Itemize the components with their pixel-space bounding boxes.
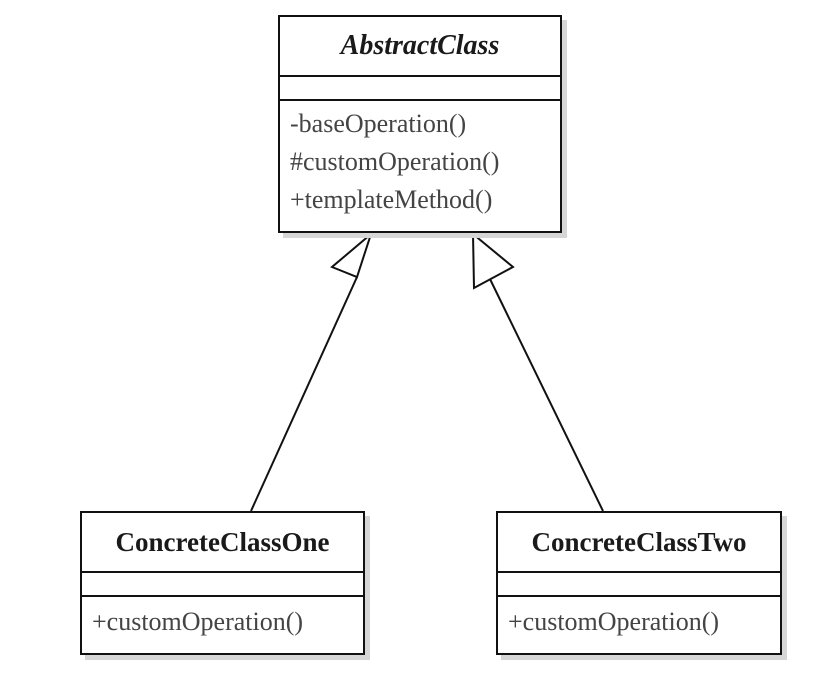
abstract-class-methods: -baseOperation() #customOperation() +tem… bbox=[280, 101, 560, 219]
method-custom-operation: #customOperation() bbox=[290, 147, 500, 176]
concrete-class-two-methods: +customOperation() bbox=[498, 597, 780, 641]
concrete-class-one-attributes bbox=[82, 573, 363, 597]
abstract-class-attributes bbox=[280, 77, 560, 101]
abstract-class-box[interactable]: AbstractClass -baseOperation() #customOp… bbox=[278, 15, 562, 233]
hollow-arrowhead-two bbox=[471, 231, 515, 290]
edge-line-two bbox=[488, 276, 604, 512]
method-base-operation: -baseOperation() bbox=[290, 109, 467, 138]
method-custom-operation: +customOperation() bbox=[508, 607, 720, 636]
concrete-class-one-box[interactable]: ConcreteClassOne +customOperation() bbox=[80, 511, 365, 655]
concrete-class-two-box[interactable]: ConcreteClassTwo +customOperation() bbox=[496, 511, 782, 655]
abstract-class-name: AbstractClass bbox=[280, 17, 560, 77]
edge-line-one bbox=[250, 276, 358, 512]
generalization-edge-two bbox=[471, 231, 604, 512]
hollow-arrowhead-one bbox=[330, 230, 374, 279]
concrete-class-one-methods: +customOperation() bbox=[82, 597, 363, 641]
method-template-method: +templateMethod() bbox=[290, 185, 493, 214]
concrete-class-one-name: ConcreteClassOne bbox=[82, 513, 363, 573]
generalization-edge-one bbox=[250, 230, 374, 512]
concrete-class-two-attributes bbox=[498, 573, 780, 597]
concrete-class-two-name: ConcreteClassTwo bbox=[498, 513, 780, 573]
method-custom-operation: +customOperation() bbox=[92, 607, 304, 636]
